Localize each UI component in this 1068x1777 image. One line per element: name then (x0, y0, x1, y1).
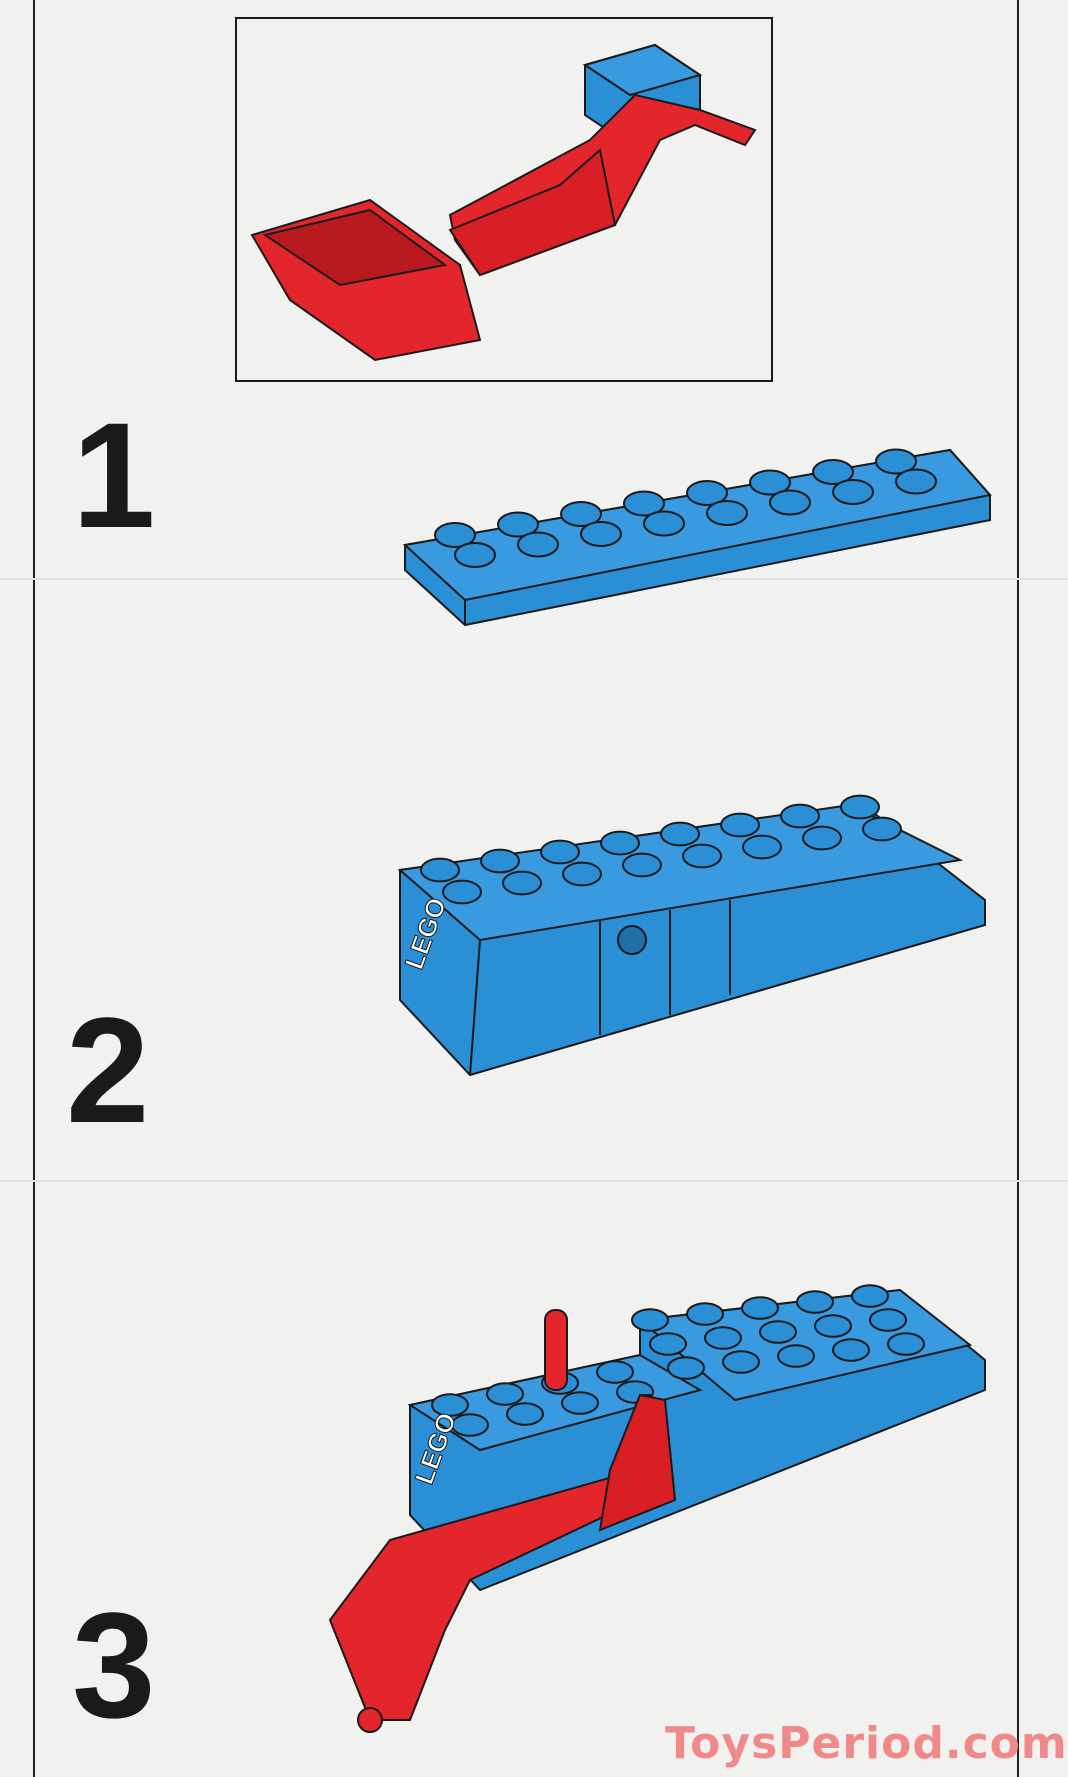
stud (660, 821, 700, 847)
right-border-line (1017, 0, 1019, 1777)
stud (780, 803, 820, 829)
stud (506, 1402, 544, 1426)
stud (812, 459, 854, 485)
stud (631, 1308, 669, 1332)
stud (682, 843, 722, 869)
stud (875, 448, 917, 475)
stud (862, 816, 902, 842)
stud (497, 511, 539, 538)
stud (540, 839, 580, 865)
stud (720, 812, 760, 838)
stud (895, 468, 937, 495)
stud (431, 1393, 469, 1417)
stud (451, 1413, 489, 1437)
stud (769, 489, 811, 516)
stud (486, 1382, 524, 1406)
stud (741, 1296, 779, 1320)
stud (722, 1350, 760, 1374)
step-number: 2 (66, 986, 150, 1154)
stud (623, 490, 665, 517)
stud (580, 521, 622, 547)
step-1-plate (402, 448, 992, 627)
final-model-preview (235, 17, 773, 382)
left-border-line (33, 0, 35, 1777)
stud (420, 857, 460, 883)
stud (643, 510, 685, 537)
stud (706, 500, 748, 526)
stud (600, 830, 640, 856)
stud (802, 825, 842, 851)
step-number: 3 (72, 1581, 156, 1749)
stud (667, 1356, 705, 1380)
stud (480, 848, 520, 874)
stud (851, 1284, 889, 1308)
stud (759, 1320, 797, 1344)
stud (832, 479, 874, 505)
stud (887, 1332, 925, 1356)
stud (686, 1302, 724, 1326)
stud (596, 1360, 634, 1384)
stud (796, 1290, 834, 1314)
stud (749, 469, 791, 496)
stud (454, 542, 496, 568)
stud (649, 1332, 687, 1356)
stud (517, 531, 559, 558)
step-3-assembly: LEGO (328, 1284, 986, 1733)
stud (562, 861, 602, 887)
stud (622, 852, 662, 878)
step-number: 1 (72, 391, 156, 559)
stud (686, 480, 728, 506)
watermark: ToysPeriod.com (665, 1718, 1068, 1769)
stud (832, 1338, 870, 1362)
step-2-assembly: LEGO (397, 794, 986, 1077)
fold-line (0, 1180, 1068, 1182)
stud (560, 501, 602, 527)
stud (840, 794, 880, 820)
stud (742, 834, 782, 860)
stud (777, 1344, 815, 1368)
stud (869, 1308, 907, 1332)
stud (502, 870, 542, 896)
stud (814, 1314, 852, 1338)
stud (442, 879, 482, 905)
stud (704, 1326, 742, 1350)
stud (561, 1391, 599, 1415)
stud (434, 522, 476, 548)
